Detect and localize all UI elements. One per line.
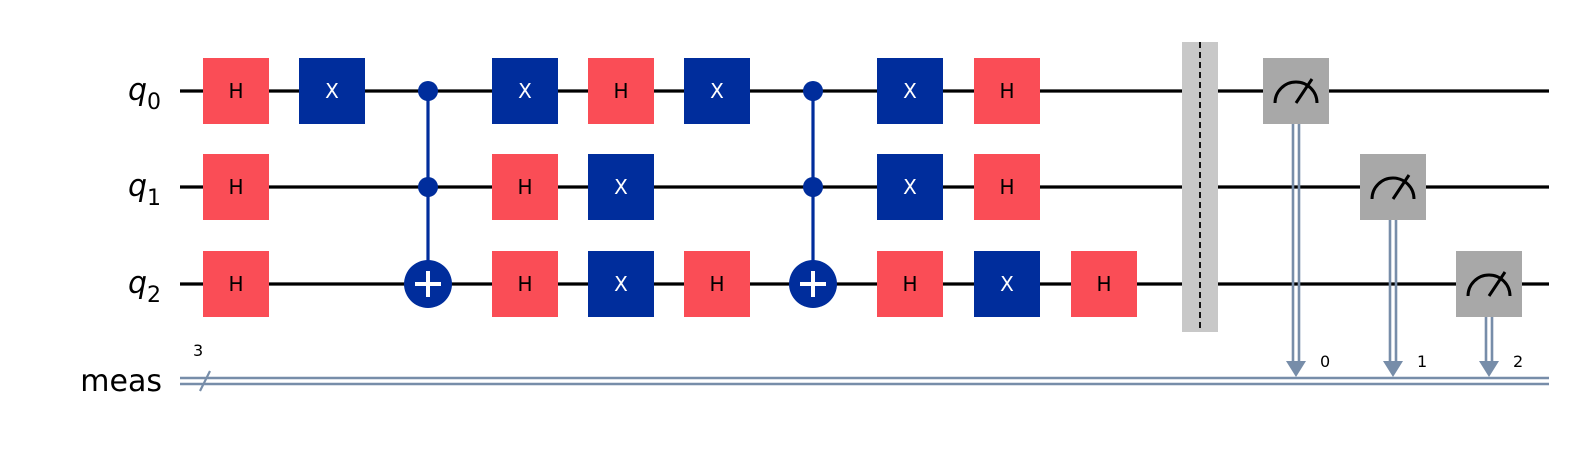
hadamard-gate: H [877, 251, 943, 317]
pauli-x-gate: X [588, 251, 654, 317]
hadamard-gate: H [684, 251, 750, 317]
measure-box [1456, 251, 1522, 317]
register-width-slash [199, 370, 211, 392]
control-dot [803, 177, 823, 197]
gate-label: X [710, 79, 724, 103]
classical-register-label: meas [80, 364, 162, 399]
wires-layer: 3 [180, 89, 1549, 392]
gate-label: X [1000, 272, 1014, 296]
measure-gate: 1 [1360, 154, 1427, 377]
qubit-label-0: q0 [128, 73, 161, 115]
gate-label: H [517, 272, 532, 296]
measure-gate: 2 [1456, 251, 1523, 377]
meter-arc-icon [1466, 273, 1512, 297]
hadamard-gate: H [974, 154, 1040, 220]
qubit-label-1: q1 [128, 169, 161, 211]
hadamard-gate: H [492, 154, 558, 220]
hadamard-gate: H [492, 251, 558, 317]
measure-arrow [1479, 361, 1499, 377]
pauli-x-gate: X [877, 154, 943, 220]
toffoli-gate [404, 81, 452, 308]
hadamard-gate: H [1071, 251, 1137, 317]
hadamard-gate: H [203, 58, 269, 124]
control-dot [418, 81, 438, 101]
pauli-x-gate: X [877, 58, 943, 124]
gate-label: H [1096, 272, 1111, 296]
pauli-x-gate: X [974, 251, 1040, 317]
gate-label: H [228, 272, 243, 296]
gate-label: H [999, 175, 1014, 199]
meter-needle-icon [1487, 271, 1507, 297]
pauli-x-gate: X [588, 154, 654, 220]
qubit-label-index: 0 [147, 90, 161, 115]
gate-label: X [518, 79, 532, 103]
toffoli-gate [789, 81, 837, 308]
gate-label: H [228, 79, 243, 103]
measure-box [1360, 154, 1426, 220]
pauli-x-gate: X [299, 58, 365, 124]
measure-arrow [1286, 361, 1306, 377]
gates-layer: H H H X X H H H X X X H X X H H H X H 0 1 2 [203, 42, 1523, 377]
measure-gate: 0 [1263, 58, 1330, 377]
clbit-index-label: 1 [1417, 352, 1427, 371]
meter-needle-icon [1391, 174, 1411, 200]
hadamard-gate: H [588, 58, 654, 124]
gate-label: H [709, 272, 724, 296]
gate-label: X [903, 79, 917, 103]
wire-labels: q0 q1 q2 meas [80, 73, 162, 399]
qubit-label-index: 2 [147, 283, 161, 308]
hadamard-gate: H [203, 251, 269, 317]
measure-box [1263, 58, 1329, 124]
gate-label: H [999, 79, 1014, 103]
gate-label: H [902, 272, 917, 296]
control-dot [418, 177, 438, 197]
pauli-x-gate: X [492, 58, 558, 124]
gate-label: H [517, 175, 532, 199]
clbit-index-label: 0 [1320, 352, 1330, 371]
pauli-x-gate: X [684, 58, 750, 124]
gate-label: H [613, 79, 628, 103]
hadamard-gate: H [203, 154, 269, 220]
qubit-label-index: 1 [147, 186, 161, 211]
qubit-label-2: q2 [128, 266, 161, 308]
meter-needle-icon [1294, 78, 1314, 104]
gate-label: X [614, 175, 628, 199]
meter-arc-icon [1370, 176, 1416, 200]
measure-arrow [1383, 361, 1403, 377]
meter-arc-icon [1273, 80, 1319, 104]
clbit-index-label: 2 [1513, 352, 1523, 371]
gate-label: X [325, 79, 339, 103]
register-width-label: 3 [193, 341, 203, 360]
gate-label: H [228, 175, 243, 199]
control-dot [803, 81, 823, 101]
gate-label: X [614, 272, 628, 296]
gate-label: X [903, 175, 917, 199]
hadamard-gate: H [974, 58, 1040, 124]
barrier [1182, 42, 1218, 332]
